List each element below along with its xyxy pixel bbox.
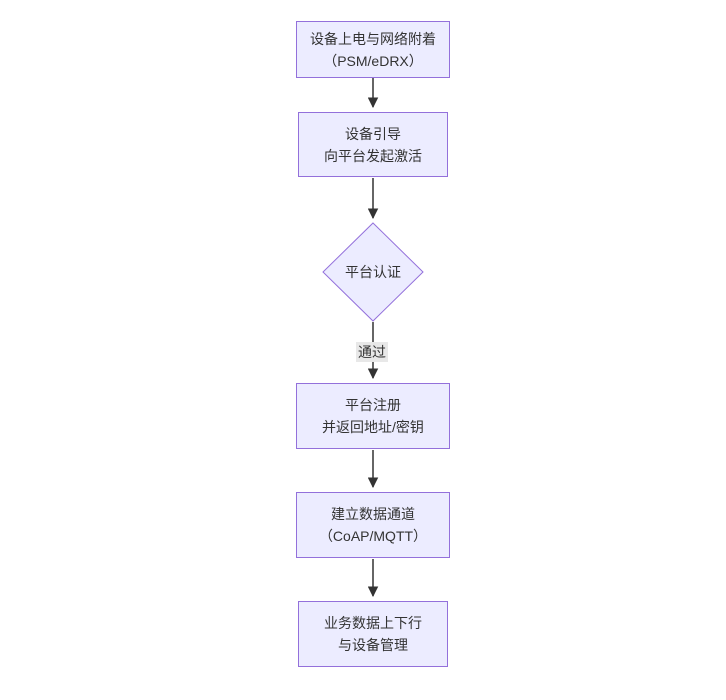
node-line: （CoAP/MQTT）	[318, 528, 428, 544]
node-line: 平台认证	[345, 264, 401, 280]
node-line: 建立数据通道	[331, 506, 415, 522]
node-data-channel: 建立数据通道 （CoAP/MQTT）	[296, 492, 450, 558]
node-line: 业务数据上下行	[324, 615, 422, 631]
node-line: 设备引导	[345, 125, 401, 142]
node-line: （PSM/eDRX）	[323, 52, 423, 69]
node-line: 向平台发起激活	[324, 147, 422, 164]
node-device-bootstrap: 设备引导 向平台发起激活	[298, 112, 448, 177]
node-line: 平台注册	[345, 397, 401, 413]
edge-label-pass: 通过	[356, 342, 388, 362]
node-line: 并返回地址/密钥	[322, 419, 424, 435]
node-line: 与设备管理	[338, 637, 408, 653]
node-line: 设备上电与网络附着	[310, 30, 436, 47]
node-power-on-attach: 设备上电与网络附着 （PSM/eDRX）	[296, 21, 450, 78]
node-business-data: 业务数据上下行 与设备管理	[298, 601, 448, 667]
diamond-shape	[322, 222, 424, 322]
node-platform-register: 平台注册 并返回地址/密钥	[296, 383, 450, 449]
node-platform-auth-decision: 平台认证	[322, 222, 424, 322]
